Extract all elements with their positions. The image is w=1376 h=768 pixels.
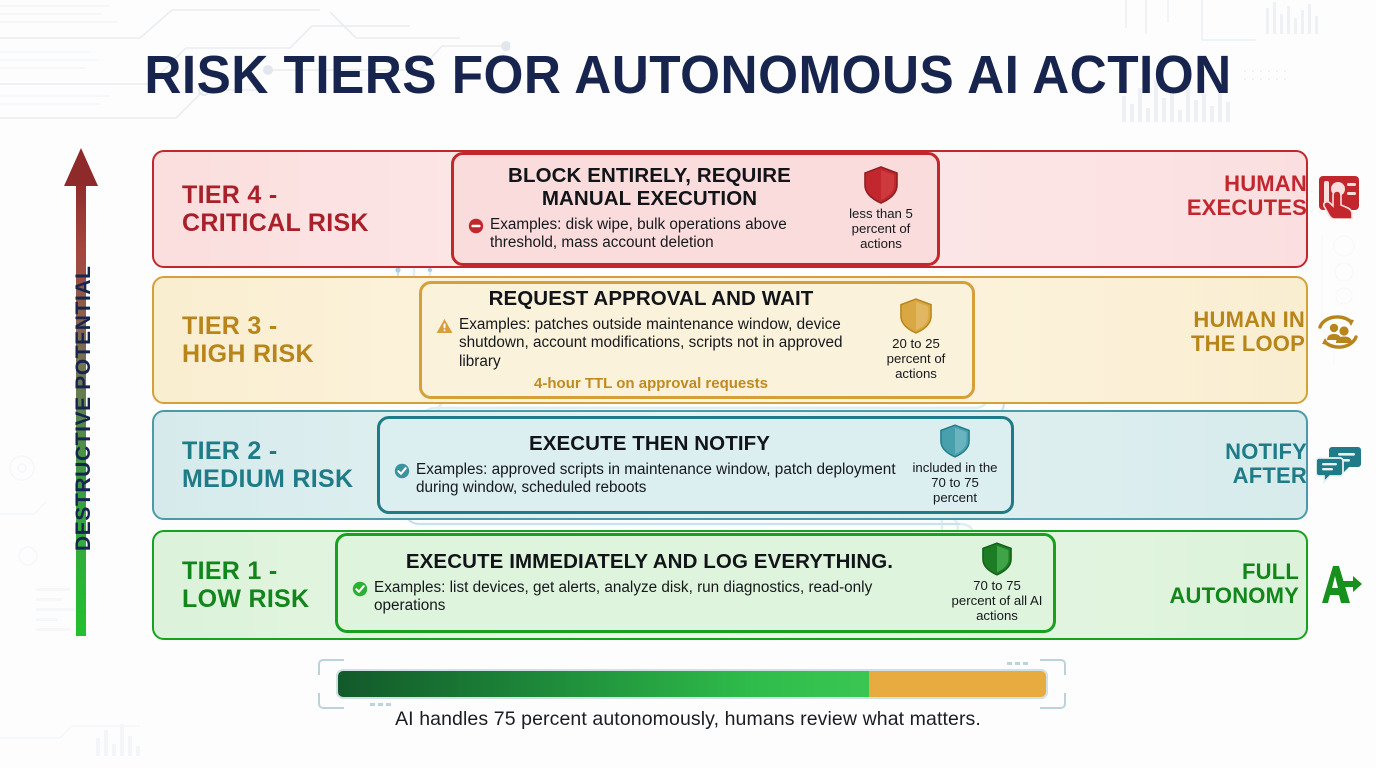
shield-icon (940, 424, 970, 458)
right-label-tier4: HUMAN EXECUTES (1186, 171, 1362, 221)
card-badge-low: 70 to 75 percent of all AI actions (951, 542, 1043, 624)
frame-corner-tl (318, 659, 344, 675)
shield-icon (864, 166, 898, 205)
card-badge-critical: less than 5 percent of actions (835, 166, 927, 252)
frame-corner-br (1040, 693, 1066, 709)
chat-bubbles-icon (1316, 447, 1361, 485)
action-card-medium: EXECUTE THEN NOTIFY Examples: approved s… (377, 416, 1014, 514)
destructive-potential-axis: DESTRUCTIVE POTENTIAL (62, 148, 142, 638)
action-card-low: EXECUTE IMMEDIATELY AND LOG EVERYTHING. … (335, 533, 1056, 633)
check-circle-icon (352, 581, 368, 596)
card-badge-high: 20 to 25 percent of actions (870, 298, 962, 382)
frame-corner-tr (1040, 659, 1066, 675)
card-examples-high: Examples: patches outside maintenance wi… (436, 316, 866, 371)
card-headline-high: REQUEST APPROVAL AND WAIT (488, 287, 814, 311)
right-label-text-tier2: NOTIFY AFTER (1225, 439, 1307, 489)
hand-tap-icon (1319, 176, 1359, 220)
tier-name-low: TIER 1 - LOW RISK (182, 557, 310, 613)
progress-fill-autonomous (338, 671, 869, 697)
card-examples-medium: Examples: approved scripts in maintenanc… (394, 461, 905, 498)
action-card-critical: BLOCK ENTIRELY, REQUIRE MANUAL EXECUTION… (451, 152, 940, 266)
card-badge-text-critical: less than 5 percent of actions (849, 206, 913, 251)
card-headline-medium: EXECUTE THEN NOTIFY (528, 431, 771, 455)
right-label-tier2: NOTIFY AFTER (1225, 439, 1362, 489)
a-arrow-icon (1322, 566, 1362, 604)
right-label-tier1: FULL AUTONOMY (1169, 559, 1362, 609)
frame-dots-left (370, 703, 391, 706)
card-examples-critical: Examples: disk wipe, bulk operations abo… (468, 216, 831, 253)
card-examples-text-low: Examples: list devices, get alerts, anal… (374, 578, 873, 614)
tier-name-high: TIER 3 - HIGH RISK (182, 312, 314, 368)
page-title: RISK TIERS FOR AUTONOMOUS AI ACTION (144, 45, 1232, 105)
card-note-high: 4-hour TTL on approval requests (534, 375, 768, 392)
action-card-high: REQUEST APPROVAL AND WAIT Examples: patc… (419, 281, 975, 399)
frame-dots-right (1007, 662, 1028, 665)
card-body-high: REQUEST APPROVAL AND WAIT Examples: patc… (436, 287, 870, 392)
right-label-text-tier4: HUMAN EXECUTES (1186, 171, 1307, 221)
shield-icon (900, 298, 932, 334)
right-label-text-tier3: HUMAN IN THE LOOP (1190, 307, 1305, 357)
shield-icon (982, 542, 1012, 576)
card-badge-text-high: 20 to 25 percent of actions (886, 336, 946, 381)
tier-name-medium: TIER 2 - MEDIUM RISK (182, 437, 354, 493)
card-badge-text-low: 70 to 75 percent of all AI actions (951, 578, 1043, 623)
card-headline-low: EXECUTE IMMEDIATELY AND LOG EVERYTHING. (405, 549, 894, 573)
card-headline-critical: BLOCK ENTIRELY, REQUIRE MANUAL EXECUTION (508, 164, 791, 211)
card-examples-text-critical: Examples: disk wipe, bulk operations abo… (490, 216, 787, 252)
progress-fill-human-review (869, 671, 1046, 697)
warning-triangle-icon (436, 318, 453, 333)
right-label-tier3: HUMAN IN THE LOOP (1190, 307, 1362, 357)
autonomy-progress-bar (336, 669, 1048, 699)
people-loop-icon (1318, 315, 1358, 349)
card-examples-text-medium: Examples: approved scripts in maintenanc… (416, 460, 896, 496)
prohibited-icon (468, 218, 484, 234)
footer-caption: AI handles 75 percent autonomously, huma… (395, 708, 981, 730)
card-examples-text-high: Examples: patches outside maintenance wi… (459, 315, 843, 370)
right-label-text-tier1: FULL AUTONOMY (1169, 559, 1299, 609)
check-circle-icon (394, 463, 410, 478)
card-examples-low: Examples: list devices, get alerts, anal… (352, 579, 947, 616)
tier-name-critical: TIER 4 - CRITICAL RISK (182, 181, 369, 237)
axis-label: DESTRUCTIVE POTENTIAL (72, 265, 95, 551)
card-body-low: EXECUTE IMMEDIATELY AND LOG EVERYTHING. … (352, 549, 951, 616)
frame-corner-bl (318, 693, 344, 709)
up-arrow-gradient-icon (64, 148, 98, 636)
card-body-critical: BLOCK ENTIRELY, REQUIRE MANUAL EXECUTION… (468, 164, 835, 253)
autonomy-progress-frame (318, 659, 1066, 709)
card-badge-text-medium: included in the 70 to 75 percent (912, 460, 998, 505)
card-body-medium: EXECUTE THEN NOTIFY Examples: approved s… (394, 431, 909, 498)
card-badge-medium: included in the 70 to 75 percent (909, 424, 1001, 506)
